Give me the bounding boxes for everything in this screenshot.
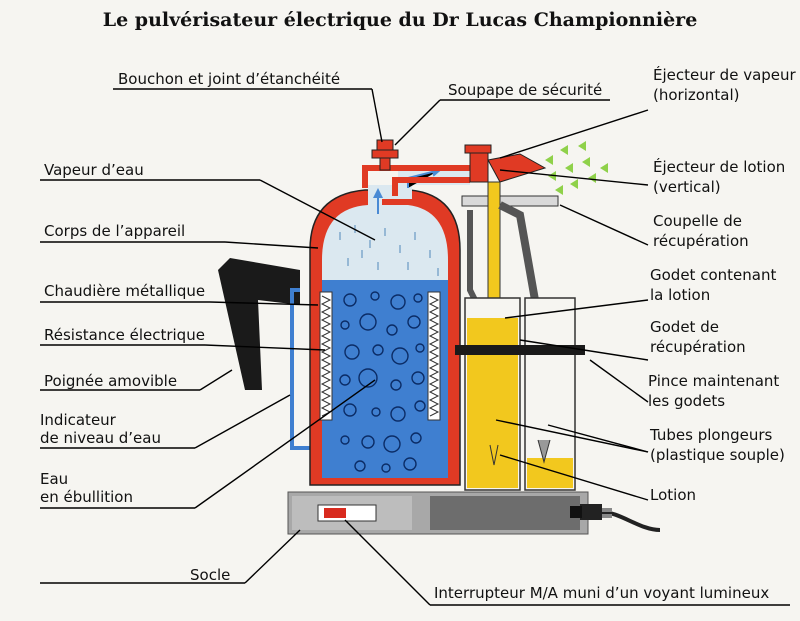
labels-left: Bouchon et joint d’étanchéité Vapeur d’e… — [40, 70, 340, 584]
label-tubes-1: Tubes plongeurs — [649, 426, 773, 444]
label-eau-1: Eau — [40, 470, 68, 488]
label-indicateur-1: Indicateur — [40, 411, 117, 429]
label-coupelle-1: Coupelle de — [653, 212, 742, 230]
cup-clip — [455, 345, 585, 355]
label-tubes-2: (plastique souple) — [650, 446, 785, 464]
recovery-cup — [461, 195, 559, 207]
label-bouchon: Bouchon et joint d’étanchéité — [118, 70, 340, 88]
lotion-cup — [464, 297, 521, 491]
label-interrupteur: Interrupteur M/A muni d’un voyant lumine… — [434, 584, 769, 602]
label-vapeur: Vapeur d’eau — [44, 161, 144, 179]
label-eau-2: en ébullition — [40, 488, 133, 506]
label-socle: Socle — [190, 566, 230, 584]
label-godet-lotion-1: Godet contenant — [650, 266, 776, 284]
label-ejecteur-lotion-2: (vertical) — [653, 178, 721, 196]
water-level-indicator — [290, 288, 318, 450]
label-ejecteur-lotion-1: Éjecteur de lotion — [653, 157, 785, 176]
spray-mist — [545, 141, 608, 195]
label-resistance: Résistance électrique — [44, 326, 205, 344]
leader-lines — [40, 88, 790, 606]
removable-handle — [218, 258, 300, 390]
cap-and-seal — [371, 139, 399, 171]
diagram-title: Le pulvérisateur électrique du Dr Lucas … — [103, 9, 698, 31]
dip-tubes — [489, 444, 499, 466]
bubbles — [339, 291, 426, 473]
label-godet-recup-2: récupération — [650, 338, 746, 356]
steam-ejector — [464, 144, 547, 183]
label-godet-lotion-2: la lotion — [650, 286, 710, 304]
label-pince-2: les godets — [648, 392, 725, 410]
heating-resistance — [319, 291, 441, 421]
label-ejecteur-vapeur-2: (horizontal) — [653, 86, 740, 104]
label-chaudiere: Chaudière métallique — [44, 282, 205, 300]
base — [287, 491, 589, 535]
label-godet-recup-1: Godet de — [650, 318, 719, 336]
label-corps: Corps de l’appareil — [44, 222, 185, 240]
power-cable — [570, 504, 661, 532]
label-soupape: Soupape de sécurité — [448, 81, 602, 99]
label-ejecteur-vapeur-1: Éjecteur de vapeur — [653, 65, 797, 84]
label-lotion: Lotion — [650, 486, 696, 504]
indicator-light — [324, 508, 346, 518]
label-pince-1: Pince maintenant — [648, 372, 779, 390]
label-indicateur-2: de niveau d’eau — [40, 429, 161, 447]
label-poignee: Poignée amovible — [44, 372, 177, 390]
label-coupelle-2: récupération — [653, 232, 749, 250]
recovery-godet — [524, 297, 576, 491]
boiling-water — [322, 280, 448, 478]
labels-right: Soupape de sécurité Éjecteur de vapeur (… — [434, 65, 797, 602]
